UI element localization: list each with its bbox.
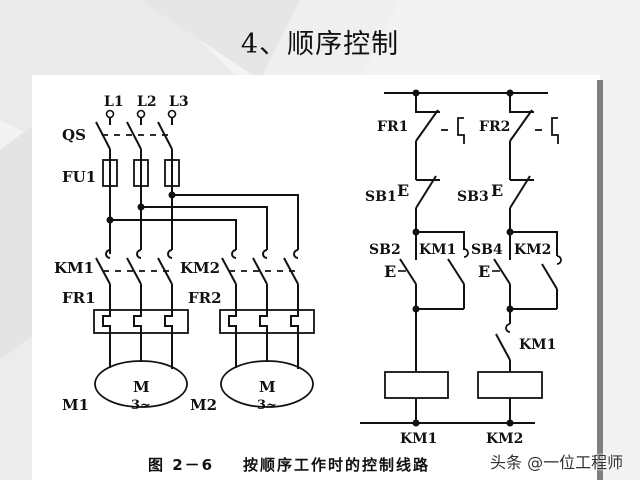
- slide-title: 4、顺序控制: [240, 29, 400, 60]
- sb1-actuator-symbol: E: [397, 181, 409, 200]
- figure-caption: 图 2－6 按顺序工作时的控制线路: [148, 456, 430, 474]
- coil-km1: [384, 371, 449, 399]
- fr1-thermal-element: [93, 309, 189, 350]
- fr2-contact-label: FR2: [479, 119, 510, 135]
- qs-label: QS: [62, 126, 86, 144]
- km1-main-label: KM1: [54, 259, 94, 277]
- fr1-main-label: FR1: [62, 289, 96, 307]
- motor-m1-type: 3~: [131, 398, 151, 413]
- control-circuit: E E E E FR1 FR2 SB1 SB3 SB2 KM1 SB4 KM2 …: [360, 89, 562, 447]
- sb1-label: SB1: [365, 189, 397, 205]
- motor-m2: [220, 350, 314, 408]
- coil-km1-label: KM1: [400, 431, 437, 447]
- coil-km2-label: KM2: [486, 431, 523, 447]
- terminal-l1: [105, 109, 115, 125]
- fr1-contact-label: FR1: [377, 119, 408, 135]
- km1-interlock-label: KM1: [519, 337, 556, 353]
- phase-label-l1: L1: [104, 94, 124, 110]
- km2-main-label: KM2: [180, 259, 220, 277]
- phase-label-l2: L2: [137, 94, 157, 110]
- fr2-main-label: FR2: [188, 289, 222, 307]
- motor-m2-type: 3~: [257, 398, 277, 413]
- main-circuit: L1 L2 L3 QS FU1: [54, 94, 315, 414]
- qs-switch: [95, 121, 173, 160]
- sb4-label: SB4: [471, 242, 503, 258]
- km1-hold-label: KM1: [419, 242, 456, 258]
- side-bar: [597, 80, 603, 480]
- branch-1: [384, 93, 469, 423]
- terminal-l3: [167, 109, 177, 125]
- km1-main-contacts: [95, 248, 173, 310]
- motor-m1: [94, 350, 188, 408]
- sb2-label: SB2: [369, 242, 401, 258]
- motor-m2-label: M2: [190, 396, 217, 414]
- fu1-label: FU1: [62, 168, 96, 186]
- motor-m2-symbol: M: [259, 378, 276, 396]
- fuses: [102, 159, 180, 187]
- branch-2: [477, 93, 562, 423]
- motor-m1-label: M1: [62, 396, 89, 414]
- sb2-actuator-symbol: E: [384, 262, 396, 281]
- sb3-actuator-symbol: E: [491, 181, 503, 200]
- coil-km2: [477, 371, 543, 399]
- km2-hold-label: KM2: [514, 242, 551, 258]
- sb3-label: SB3: [457, 189, 489, 205]
- sb4-actuator-symbol: E: [478, 262, 490, 281]
- bus-wires: [106, 186, 299, 250]
- phase-label-l3: L3: [169, 94, 189, 110]
- terminal-l2: [136, 109, 146, 125]
- watermark: 头条 @一位工程师: [490, 453, 624, 472]
- km2-main-contacts: [221, 249, 299, 310]
- motor-m1-symbol: M: [133, 378, 150, 396]
- fr2-thermal-element: [219, 309, 315, 350]
